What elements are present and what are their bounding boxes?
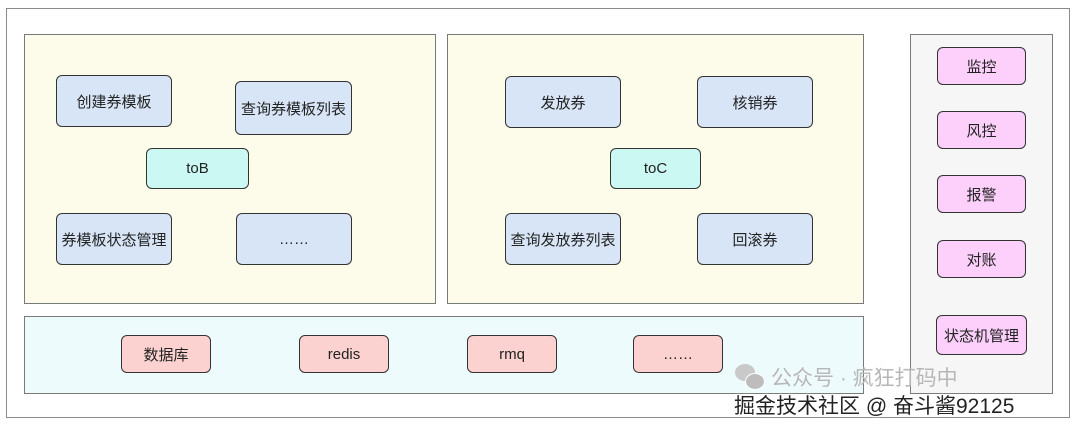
infra-more-node: …… [633,335,723,373]
issue-coupon-node: 发放券 [505,76,621,128]
state-machine-mgmt-node: 状态机管理 [936,315,1027,355]
query-issued-list-node: 查询发放券列表 [505,213,621,265]
redis-node: redis [299,335,389,373]
watermark-juejin: 掘金技术社区 @ 奋斗酱92125 [734,395,1015,418]
tob-hub-node: toB [146,148,249,189]
tob-more-node: …… [236,213,352,265]
redeem-coupon-node: 核销券 [697,76,813,128]
create-template-node: 创建券模板 [56,75,172,127]
rollback-coupon-node: 回滚券 [697,213,813,265]
template-status-mgmt-node: 券模板状态管理 [56,213,172,265]
monitoring-node: 监控 [937,47,1026,85]
watermark-official-account: 公众号 · 疯狂打码中 [735,362,958,392]
alerting-node: 报警 [937,175,1026,213]
watermark-line1: 公众号 · 疯狂打码中 [771,367,958,390]
wechat-icon [735,362,765,392]
database-node: 数据库 [121,335,211,373]
rmq-node: rmq [467,335,557,373]
reconciliation-node: 对账 [937,240,1026,278]
toc-hub-node: toC [610,148,701,189]
risk-control-node: 风控 [937,111,1026,149]
query-template-list-node: 查询券模板列表 [235,81,352,135]
